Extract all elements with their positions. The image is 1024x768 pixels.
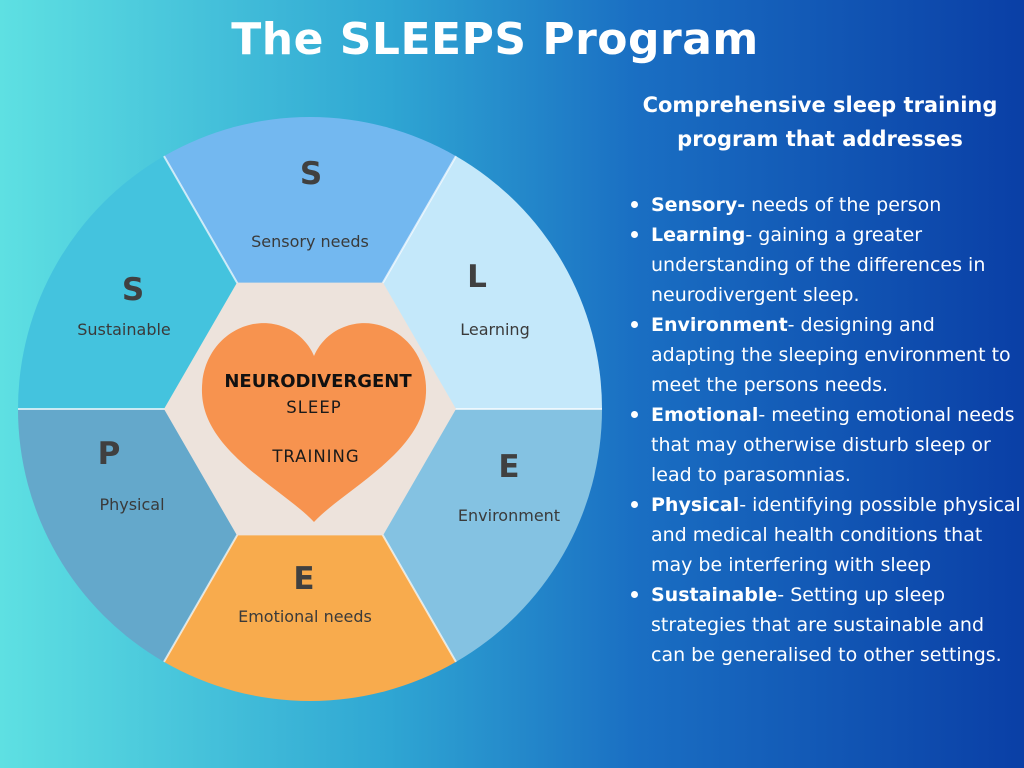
segment-sustainable-label: Sustainable [77, 320, 171, 339]
list-item-physical: Physical- identifying possible physical … [628, 490, 1024, 580]
segment-physical-letter: P [98, 436, 121, 472]
heart-line-sleep: SLEEP [286, 398, 341, 417]
program-subtitle: Comprehensive sleep training program tha… [622, 88, 1018, 156]
list-item-term: Emotional [651, 404, 759, 426]
list-item-text: - meeting emotional needs that may other… [651, 404, 1015, 486]
segment-sensory [164, 116, 456, 409]
list-item-environment: Environment- designing and adapting the … [628, 310, 1024, 400]
segment-sustainable-letter: S [122, 272, 144, 308]
list-item-term: Sensory- [651, 194, 746, 216]
segment-emotional-label: Emotional needs [238, 607, 372, 626]
list-item-text: - gaining a greater understanding of the… [651, 224, 986, 306]
sleeps-wheel-diagram: NEURODIVERGENT SLEEP TRAINING S Sensory … [17, 116, 602, 702]
list-item-term: Learning [651, 224, 746, 246]
list-item-text: needs of the person [745, 194, 942, 216]
list-item-term: Sustainable [651, 584, 778, 606]
bullet-icon [631, 411, 638, 418]
list-item-text: - designing and adapting the sleeping en… [651, 314, 1011, 396]
list-item-sustainable: Sustainable- Setting up sleep strategies… [628, 580, 1024, 670]
heart-line-training: TRAINING [271, 447, 359, 466]
segment-environment-label: Environment [458, 506, 560, 525]
page-title: The SLEEPS Program [231, 14, 759, 65]
bullet-icon [631, 321, 638, 328]
subtitle-line-1: Comprehensive sleep training [642, 93, 998, 117]
bullet-icon [631, 591, 638, 598]
segment-physical-label: Physical [99, 495, 164, 514]
list-item-sensory: Sensory- needs of the person [628, 190, 1024, 220]
segment-sensory-letter: S [300, 156, 322, 192]
list-item-term: Physical [651, 494, 740, 516]
subtitle-line-2: program that addresses [677, 127, 963, 151]
segment-sensory-label: Sensory needs [251, 232, 369, 251]
heart-icon [201, 323, 427, 522]
list-item-text: - Setting up sleep strategies that are s… [651, 584, 1002, 666]
list-item-text: - identifying possible physical and medi… [651, 494, 1021, 576]
segment-environment-letter: E [498, 449, 519, 485]
segment-learning-letter: L [467, 259, 487, 295]
list-item-emotional: Emotional- meeting emotional needs that … [628, 400, 1024, 490]
segment-emotional [164, 409, 456, 702]
heart-line-neurodivergent: NEURODIVERGENT [224, 371, 412, 392]
bullet-icon [631, 231, 638, 238]
bullet-icon [631, 201, 638, 208]
bullet-icon [631, 501, 638, 508]
component-list: Sensory- needs of the person Learning- g… [628, 190, 1024, 670]
segment-learning-label: Learning [460, 320, 529, 339]
list-item-learning: Learning- gaining a greater understandin… [628, 220, 1024, 310]
segment-emotional-letter: E [293, 561, 314, 597]
list-item-term: Environment [651, 314, 788, 336]
